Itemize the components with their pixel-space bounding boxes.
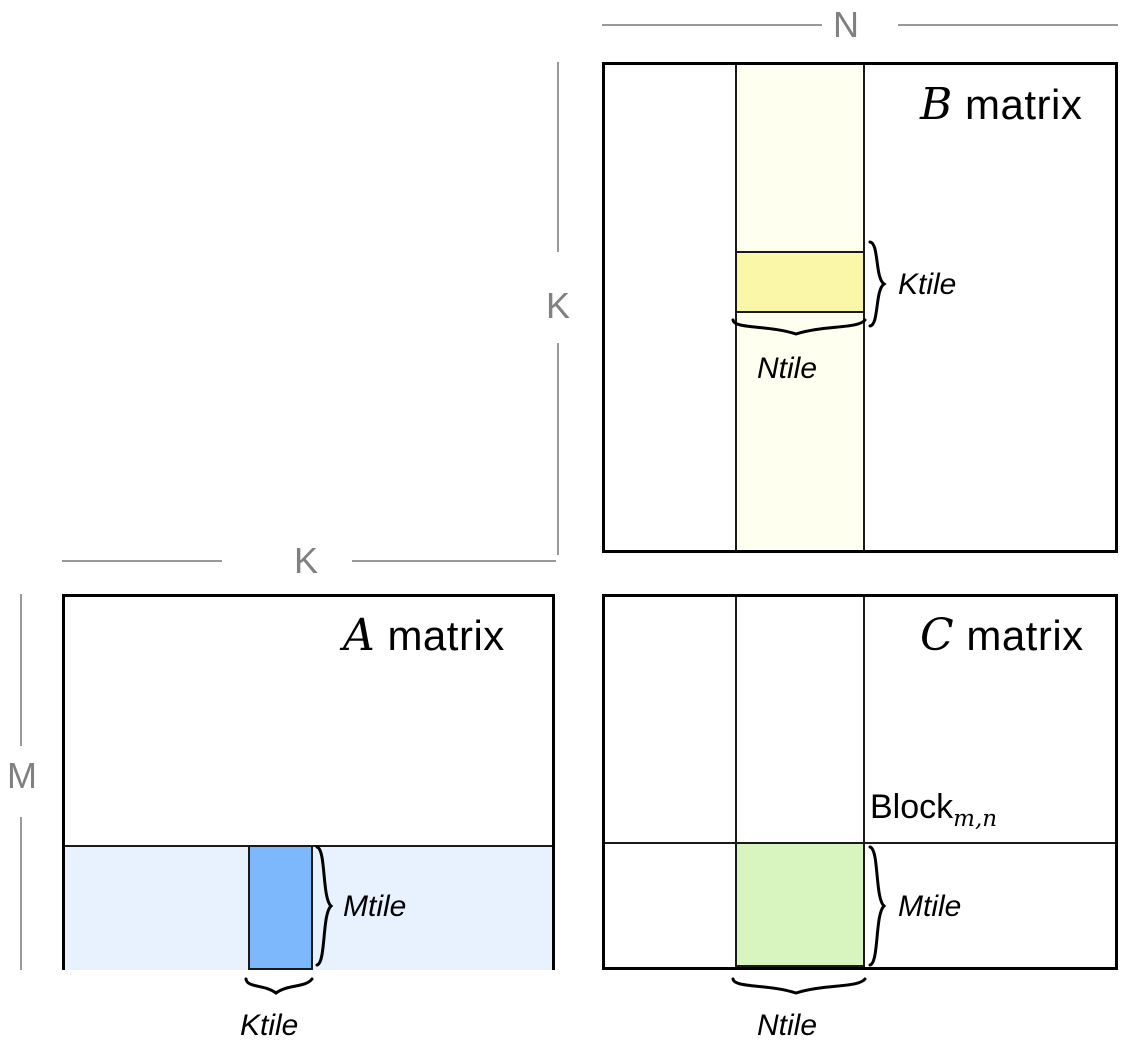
a-ktile-brace [244, 977, 314, 995]
m-dimension-line-bottom [20, 817, 22, 970]
m-dimension-line-top [20, 594, 22, 746]
b-ntile-label: Ntile [757, 352, 818, 385]
c-mtile-label: Mtile [898, 890, 962, 923]
n-dimension-label: N [833, 4, 859, 45]
c-matrix-block-label-subscript: m,n [953, 805, 998, 832]
b-matrix-box [602, 62, 1118, 553]
b-ktile-brace [868, 240, 887, 328]
c-matrix-label: C matrix [920, 610, 1084, 661]
k-vertical-line-bottom [557, 343, 559, 555]
k-horizontal-line-right [352, 560, 554, 562]
c-matrix-block-label: Blockm,n [870, 788, 997, 832]
b-ktile-label: Ktile [898, 268, 957, 301]
k-horizontal-dimension-label: K [293, 540, 318, 581]
m-dimension-cap-bottom [20, 952, 22, 970]
k-vertical-cap-bottom [557, 537, 559, 555]
a-matrix-tile [248, 845, 313, 970]
a-matrix-label: A matrix [343, 610, 505, 661]
c-ntile-brace [731, 977, 867, 995]
n-dimension-line-left [602, 24, 822, 26]
a-matrix-label-text: matrix [375, 612, 505, 659]
c-matrix-box [602, 594, 1118, 970]
c-mtile-brace [868, 845, 887, 967]
c-ntile-label: Ntile [757, 1009, 818, 1042]
m-dimension-label: M [7, 755, 37, 796]
b-matrix-label: B matrix [920, 79, 1082, 130]
a-mtile-brace [315, 845, 334, 967]
a-matrix-label-symbol: A [343, 610, 376, 661]
c-matrix-tile [735, 842, 865, 967]
a-mtile-label: Mtile [343, 890, 407, 923]
b-matrix-tile [735, 251, 865, 313]
c-matrix-label-symbol: C [920, 610, 955, 661]
a-matrix-box [62, 594, 555, 970]
n-dimension-cap-right [1100, 24, 1118, 26]
k-horizontal-cap-right [538, 560, 556, 562]
c-matrix-divider-right [863, 597, 865, 967]
c-matrix-label-text: matrix [954, 612, 1084, 659]
n-dimension-line-right [898, 24, 1118, 26]
c-matrix-block-label-text: Block [870, 788, 954, 826]
b-ntile-brace [731, 318, 867, 336]
b-matrix-label-text: matrix [952, 81, 1083, 128]
c-matrix-divider-left [735, 597, 737, 967]
k-vertical-line-top [557, 62, 559, 252]
k-horizontal-line-left [62, 560, 222, 562]
a-ktile-label: Ktile [240, 1009, 299, 1042]
k-vertical-dimension-label: K [545, 285, 570, 326]
b-matrix-label-symbol: B [920, 79, 953, 130]
